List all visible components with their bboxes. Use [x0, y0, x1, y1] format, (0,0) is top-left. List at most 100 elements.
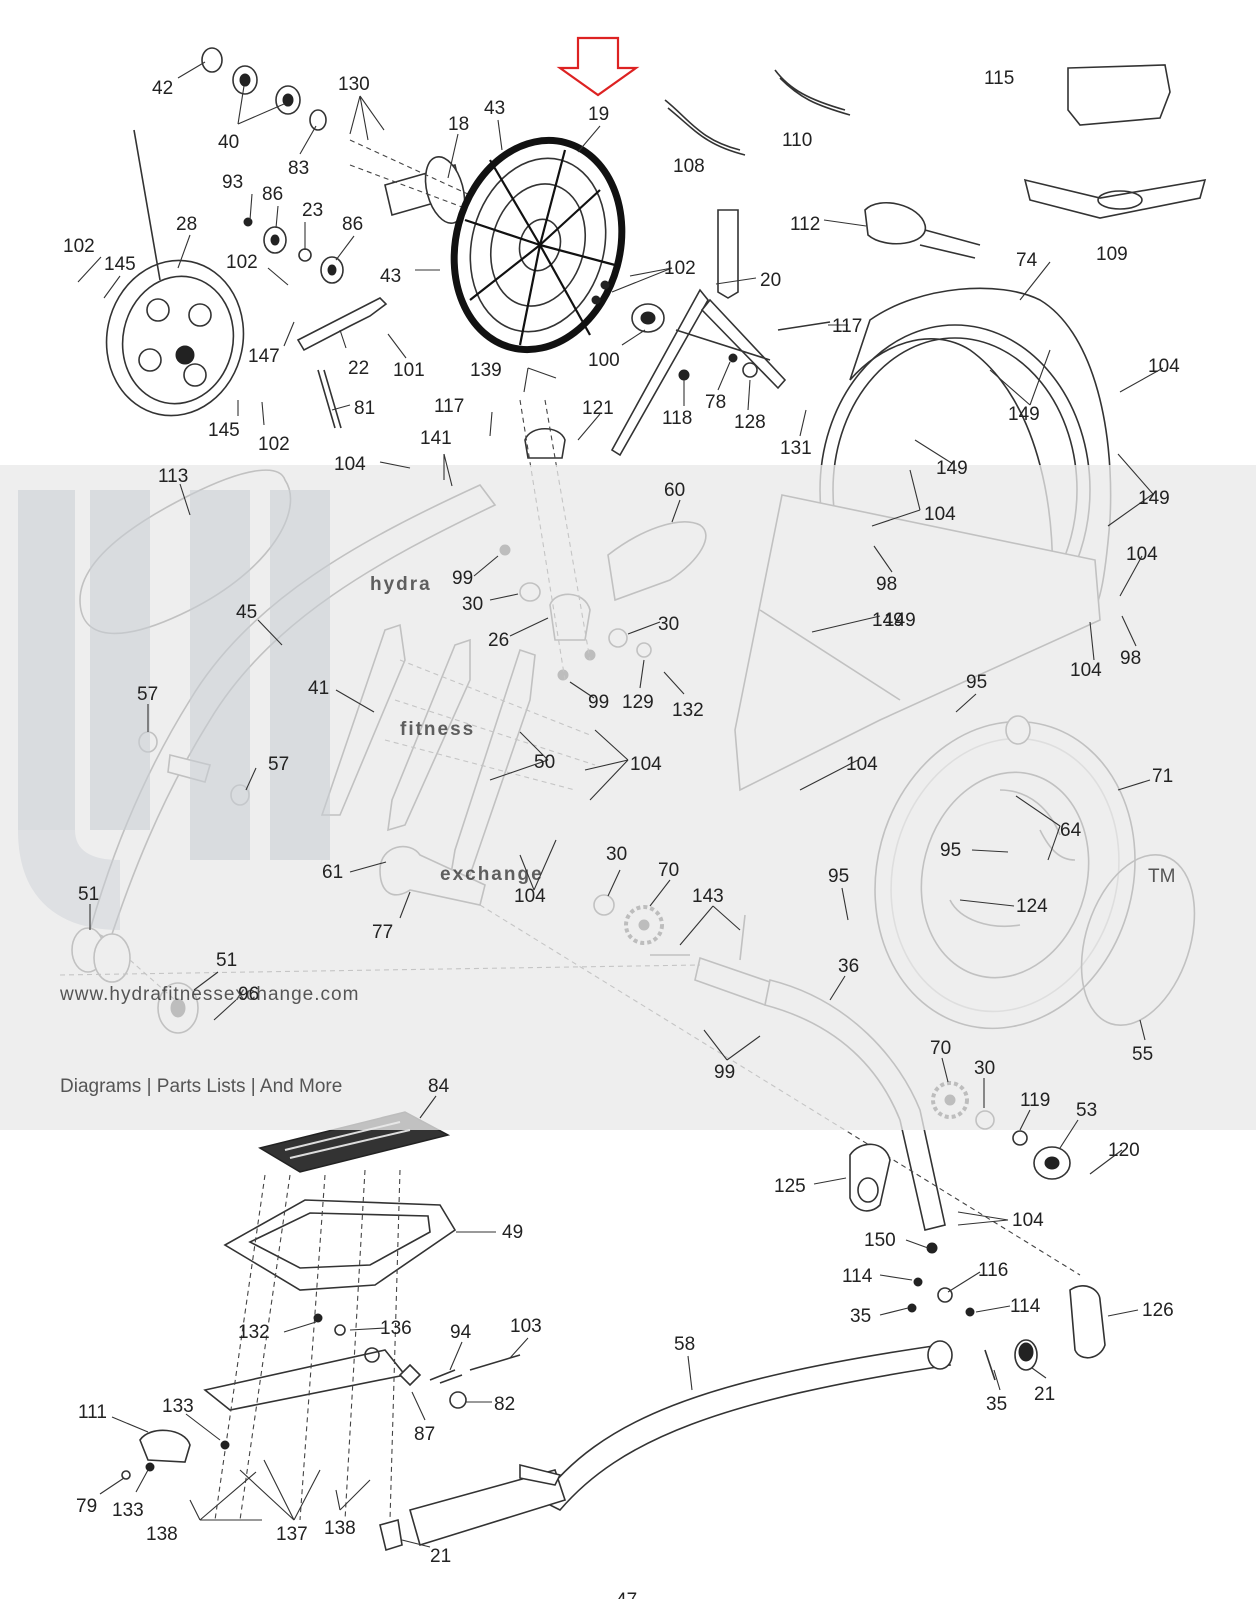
callout: 100 — [588, 350, 620, 371]
callout: 138 — [146, 1524, 178, 1545]
callout: 41 — [308, 678, 329, 699]
callout: 18 — [448, 114, 469, 135]
callout: 102 — [664, 258, 696, 279]
part-28-wheel — [105, 129, 245, 417]
callout: 99 — [452, 568, 473, 589]
callout: 132 — [672, 700, 704, 721]
part-84-49-pedal — [203, 1111, 457, 1521]
callout: 104 — [630, 754, 662, 775]
callout: 128 — [734, 412, 766, 433]
callout: 104 — [924, 504, 956, 525]
callout: 104 — [514, 886, 546, 907]
callout: 94 — [450, 1322, 472, 1343]
callout: 64 — [1060, 820, 1082, 841]
callout: 125 — [774, 1176, 806, 1197]
callout: 99 — [588, 692, 609, 713]
callout: 137 — [276, 1524, 308, 1545]
part-20-upright — [610, 209, 831, 457]
callout: 104 — [846, 754, 878, 775]
callout: 70 — [658, 860, 679, 881]
callout: 49 — [502, 1222, 523, 1243]
callout: 74 — [1016, 250, 1038, 271]
callout: 118 — [662, 408, 692, 429]
callout: 112 — [790, 214, 820, 235]
part-111-87-misc — [121, 1313, 521, 1480]
callout: 115 — [984, 68, 1014, 89]
callout: 21 — [1034, 1384, 1055, 1405]
callout: 30 — [658, 614, 679, 635]
watermark-hydra: hydra — [370, 574, 432, 595]
callout: 53 — [1076, 1100, 1097, 1121]
callout: 126 — [1142, 1300, 1174, 1321]
callout: 79 — [76, 1496, 97, 1517]
callout: 87 — [414, 1424, 435, 1445]
part-40-42-bearings — [201, 47, 344, 284]
watermark-url: www.hydrafitnessexchange.com — [59, 984, 359, 1005]
callout: 119 — [1020, 1090, 1050, 1111]
callout: 98 — [876, 574, 897, 595]
callout: 57 — [268, 754, 289, 775]
callout: 40 — [218, 132, 239, 153]
callout: 130 — [338, 74, 370, 95]
callout: 147 — [248, 346, 280, 367]
callout: 51 — [78, 884, 99, 905]
callout: 82 — [494, 1394, 515, 1415]
callout: 55 — [1132, 1044, 1153, 1065]
callout: 149 — [936, 458, 968, 479]
callout: 30 — [462, 594, 483, 615]
part-22-bracket — [296, 297, 388, 429]
callout: 149 — [872, 610, 904, 631]
callout: 23 — [302, 200, 323, 221]
callout: 96 — [238, 984, 259, 1005]
callout: 83 — [288, 158, 309, 179]
callout: 99 — [714, 1062, 735, 1083]
callout: 21 — [430, 1546, 451, 1567]
watermark-fitness: fitness — [400, 719, 475, 740]
callout: 104 — [1126, 544, 1158, 565]
part-125-126-caps — [849, 1143, 1106, 1359]
callout: 102 — [226, 252, 258, 273]
callout: 101 — [393, 360, 425, 381]
callout: 78 — [705, 392, 726, 413]
callout: 28 — [176, 214, 197, 235]
callout: 19 — [588, 104, 609, 125]
callout-labels: 42 40 130 83 18 43 19 108 110 115 109 93… — [63, 68, 1180, 1599]
callout: 60 — [664, 480, 685, 501]
callout: 77 — [372, 922, 393, 943]
part-18-axle — [349, 139, 471, 224]
callout: 149 — [884, 610, 916, 631]
part-108-110-112-cables — [664, 69, 981, 259]
callout: 138 — [324, 1518, 356, 1539]
callout: 51 — [216, 950, 237, 971]
callout: 84 — [428, 1076, 450, 1097]
callout: 110 — [782, 130, 812, 151]
leader-lines — [77, 61, 1164, 1548]
part-115-109-straps — [1023, 64, 1207, 219]
callout: 98 — [1120, 648, 1141, 669]
callout: 95 — [828, 866, 849, 887]
callout: 30 — [974, 1058, 995, 1079]
callout: 121 — [582, 398, 614, 419]
callout: 86 — [262, 184, 283, 205]
callout: 45 — [236, 602, 257, 623]
callout: 150 — [864, 1230, 896, 1251]
callout: 102 — [63, 236, 95, 257]
callout: 111 — [78, 1402, 107, 1423]
callout: 50 — [534, 752, 555, 773]
callout: 81 — [354, 398, 375, 419]
callout: 145 — [104, 254, 136, 275]
callout: 43 — [380, 266, 401, 287]
callout: 108 — [673, 156, 705, 177]
callout: 35 — [850, 1306, 871, 1327]
callout: 149 — [1138, 488, 1170, 509]
callout: 102 — [258, 434, 290, 455]
callout: 117 — [434, 396, 464, 417]
callout: 104 — [1070, 660, 1102, 681]
callout: 26 — [488, 630, 509, 651]
callout: 104 — [1012, 1210, 1044, 1231]
callout: 109 — [1096, 244, 1128, 265]
callout: 71 — [1152, 766, 1173, 787]
callout: 120 — [1108, 1140, 1140, 1161]
callout: 93 — [222, 172, 243, 193]
